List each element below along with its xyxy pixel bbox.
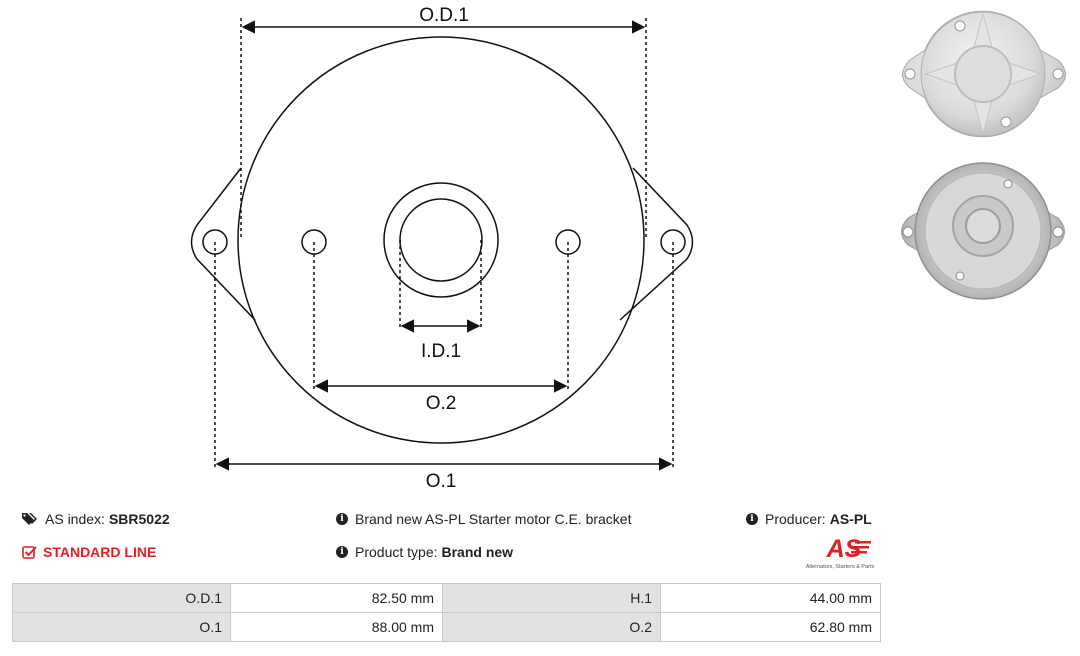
spec-label: H.1 bbox=[442, 583, 661, 613]
o2-label: O.2 bbox=[426, 393, 457, 414]
as-index: AS index: SBR5022 bbox=[22, 510, 170, 528]
bracket-photo-bottom bbox=[901, 162, 1065, 300]
producer-label: Producer: bbox=[765, 511, 826, 527]
description: i Brand new AS-PL Starter motor C.E. bra… bbox=[336, 510, 632, 528]
hub-outer-ring bbox=[383, 182, 499, 298]
tags-icon bbox=[22, 513, 37, 525]
as-index-value: SBR5022 bbox=[108, 511, 170, 527]
producer: i Producer: AS-PL bbox=[746, 510, 872, 528]
product-type: i Product type: Brand new bbox=[336, 543, 513, 561]
table-row: O.1 88.00 mm O.2 62.80 mm bbox=[12, 612, 881, 642]
check-square-icon bbox=[22, 546, 37, 559]
od1-label: O.D.1 bbox=[419, 5, 469, 26]
product-line: STANDARD LINE bbox=[22, 543, 156, 561]
table-row: O.D.1 82.50 mm H.1 44.00 mm bbox=[12, 583, 881, 613]
standard-line-label: STANDARD LINE bbox=[43, 544, 157, 560]
left-flange-ear bbox=[190, 167, 256, 321]
spec-value: 44.00 mm bbox=[660, 583, 881, 613]
spec-label: O.D.1 bbox=[12, 583, 231, 613]
spec-label: O.2 bbox=[442, 612, 661, 642]
logo-text: AS bbox=[826, 535, 862, 563]
right-flange-ear bbox=[619, 167, 694, 321]
product-type-value: Brand new bbox=[441, 544, 514, 560]
as-index-label: AS index: bbox=[45, 511, 105, 527]
info-circle-icon: i bbox=[336, 513, 348, 525]
dimension-drawing: O.D.1 I.D.1 O.2 O.1 bbox=[190, 5, 694, 492]
logo-tagline: Alternators, Starters & Parts bbox=[806, 564, 875, 570]
bracket-photo-top bbox=[902, 10, 1066, 138]
id1-label: I.D.1 bbox=[421, 341, 461, 362]
info-circle-icon: i bbox=[746, 513, 758, 525]
spec-label: O.1 bbox=[12, 612, 231, 642]
o1-label: O.1 bbox=[426, 471, 457, 492]
as-logo: AS Alternators, Starters & Parts bbox=[806, 535, 875, 570]
producer-value: AS-PL bbox=[829, 511, 872, 527]
product-type-label: Product type: bbox=[355, 544, 438, 560]
product-photos bbox=[901, 10, 1066, 300]
specs-table: O.D.1 82.50 mm H.1 44.00 mm O.1 88.00 mm… bbox=[12, 583, 881, 642]
info-circle-icon: i bbox=[336, 546, 348, 558]
hub-inner-bore bbox=[399, 198, 483, 282]
body-outline bbox=[237, 36, 645, 444]
spec-value: 82.50 mm bbox=[230, 583, 443, 613]
spec-value: 88.00 mm bbox=[230, 612, 443, 642]
description-text: Brand new AS-PL Starter motor C.E. brack… bbox=[355, 511, 632, 527]
spec-value: 62.80 mm bbox=[660, 612, 881, 642]
